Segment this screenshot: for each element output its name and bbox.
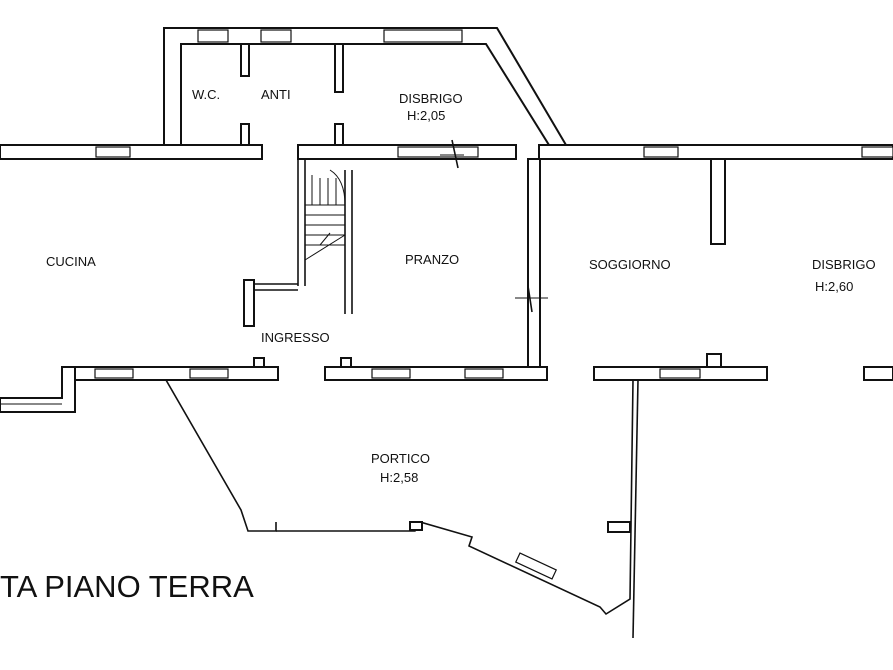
west-stub [0,366,76,413]
service-block-walls [163,27,568,146]
room-height-disbrigo-right: H:2,60 [815,279,853,294]
door-markers [440,139,548,313]
room-label-wc: W.C. [192,87,220,102]
portico-outline [165,379,639,639]
room-label-anti: ANTI [261,87,291,102]
room-label-disbrigo-right: DISBRIGO [812,257,876,272]
room-height-disbrigo-top: H:2,05 [407,108,445,123]
staircase [304,169,346,261]
north-wall [0,144,893,160]
interior-walls [243,158,726,368]
room-label-ingresso: INGRESSO [261,330,330,345]
room-label-portico: PORTICO [371,451,430,466]
south-wall [61,353,893,381]
room-label-disbrigo-top: DISBRIGO [399,91,463,106]
room-height-portico: H:2,58 [380,470,418,485]
room-label-pranzo: PRANZO [405,252,459,267]
room-label-cucina: CUCINA [46,254,96,269]
service-windows [197,29,463,43]
room-label-soggiorno: SOGGIORNO [589,257,671,272]
plan-title: TA PIANO TERRA [0,569,254,604]
